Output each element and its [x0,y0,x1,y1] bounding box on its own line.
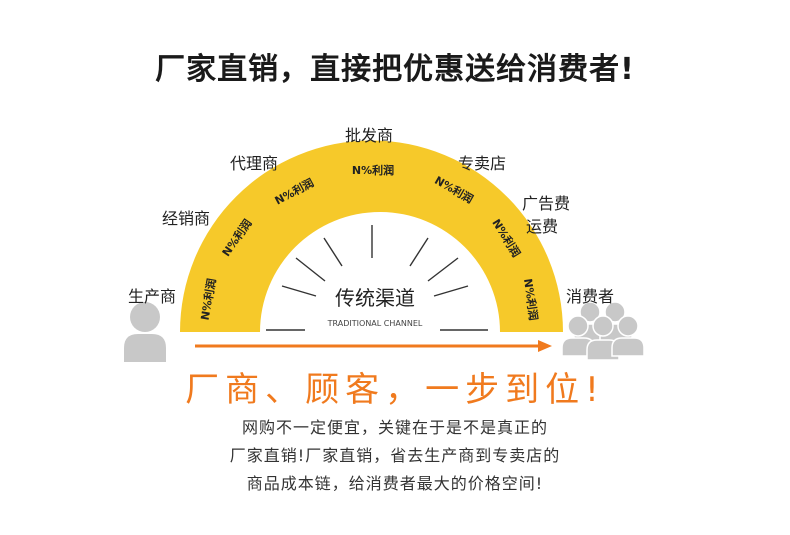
stage-wholesaler: 批发商 [345,126,394,145]
group-people-icon [561,301,645,361]
page-headline: 厂家直销，直接把优惠送给消费者! [155,52,635,87]
channel-arch [180,140,563,332]
direct-arrow [195,340,552,352]
stage-retailer: 专卖店 [458,154,507,173]
single-person-icon [124,302,166,362]
description-line-2: 厂家直销!厂家直销，省去生产商到专卖店的 [229,446,561,465]
stage-distributor: 经销商 [162,209,211,228]
stage-ads: 广告费 [522,194,571,213]
stage-producer: 生产商 [128,287,177,306]
stage-agent: 代理商 [230,154,279,173]
sunburst-lines [266,225,488,331]
channel-title-en: TRADITIONAL CHANNEL [327,319,423,328]
description-line-1: 网购不一定便宜，关键在于是不是真正的 [241,418,548,437]
stage-consumer: 消费者 [566,287,615,306]
profit-label-7: N%利润 [521,278,541,322]
profit-label-4: N%利润 [352,163,394,177]
stage-shipping: 运费 [526,217,559,236]
channel-title-cn: 传统渠道 [335,286,415,310]
description-line-3: 商品成本链，给消费者最大的价格空间! [246,474,544,493]
slogan: 厂商、顾客，一步到位! [185,370,605,410]
